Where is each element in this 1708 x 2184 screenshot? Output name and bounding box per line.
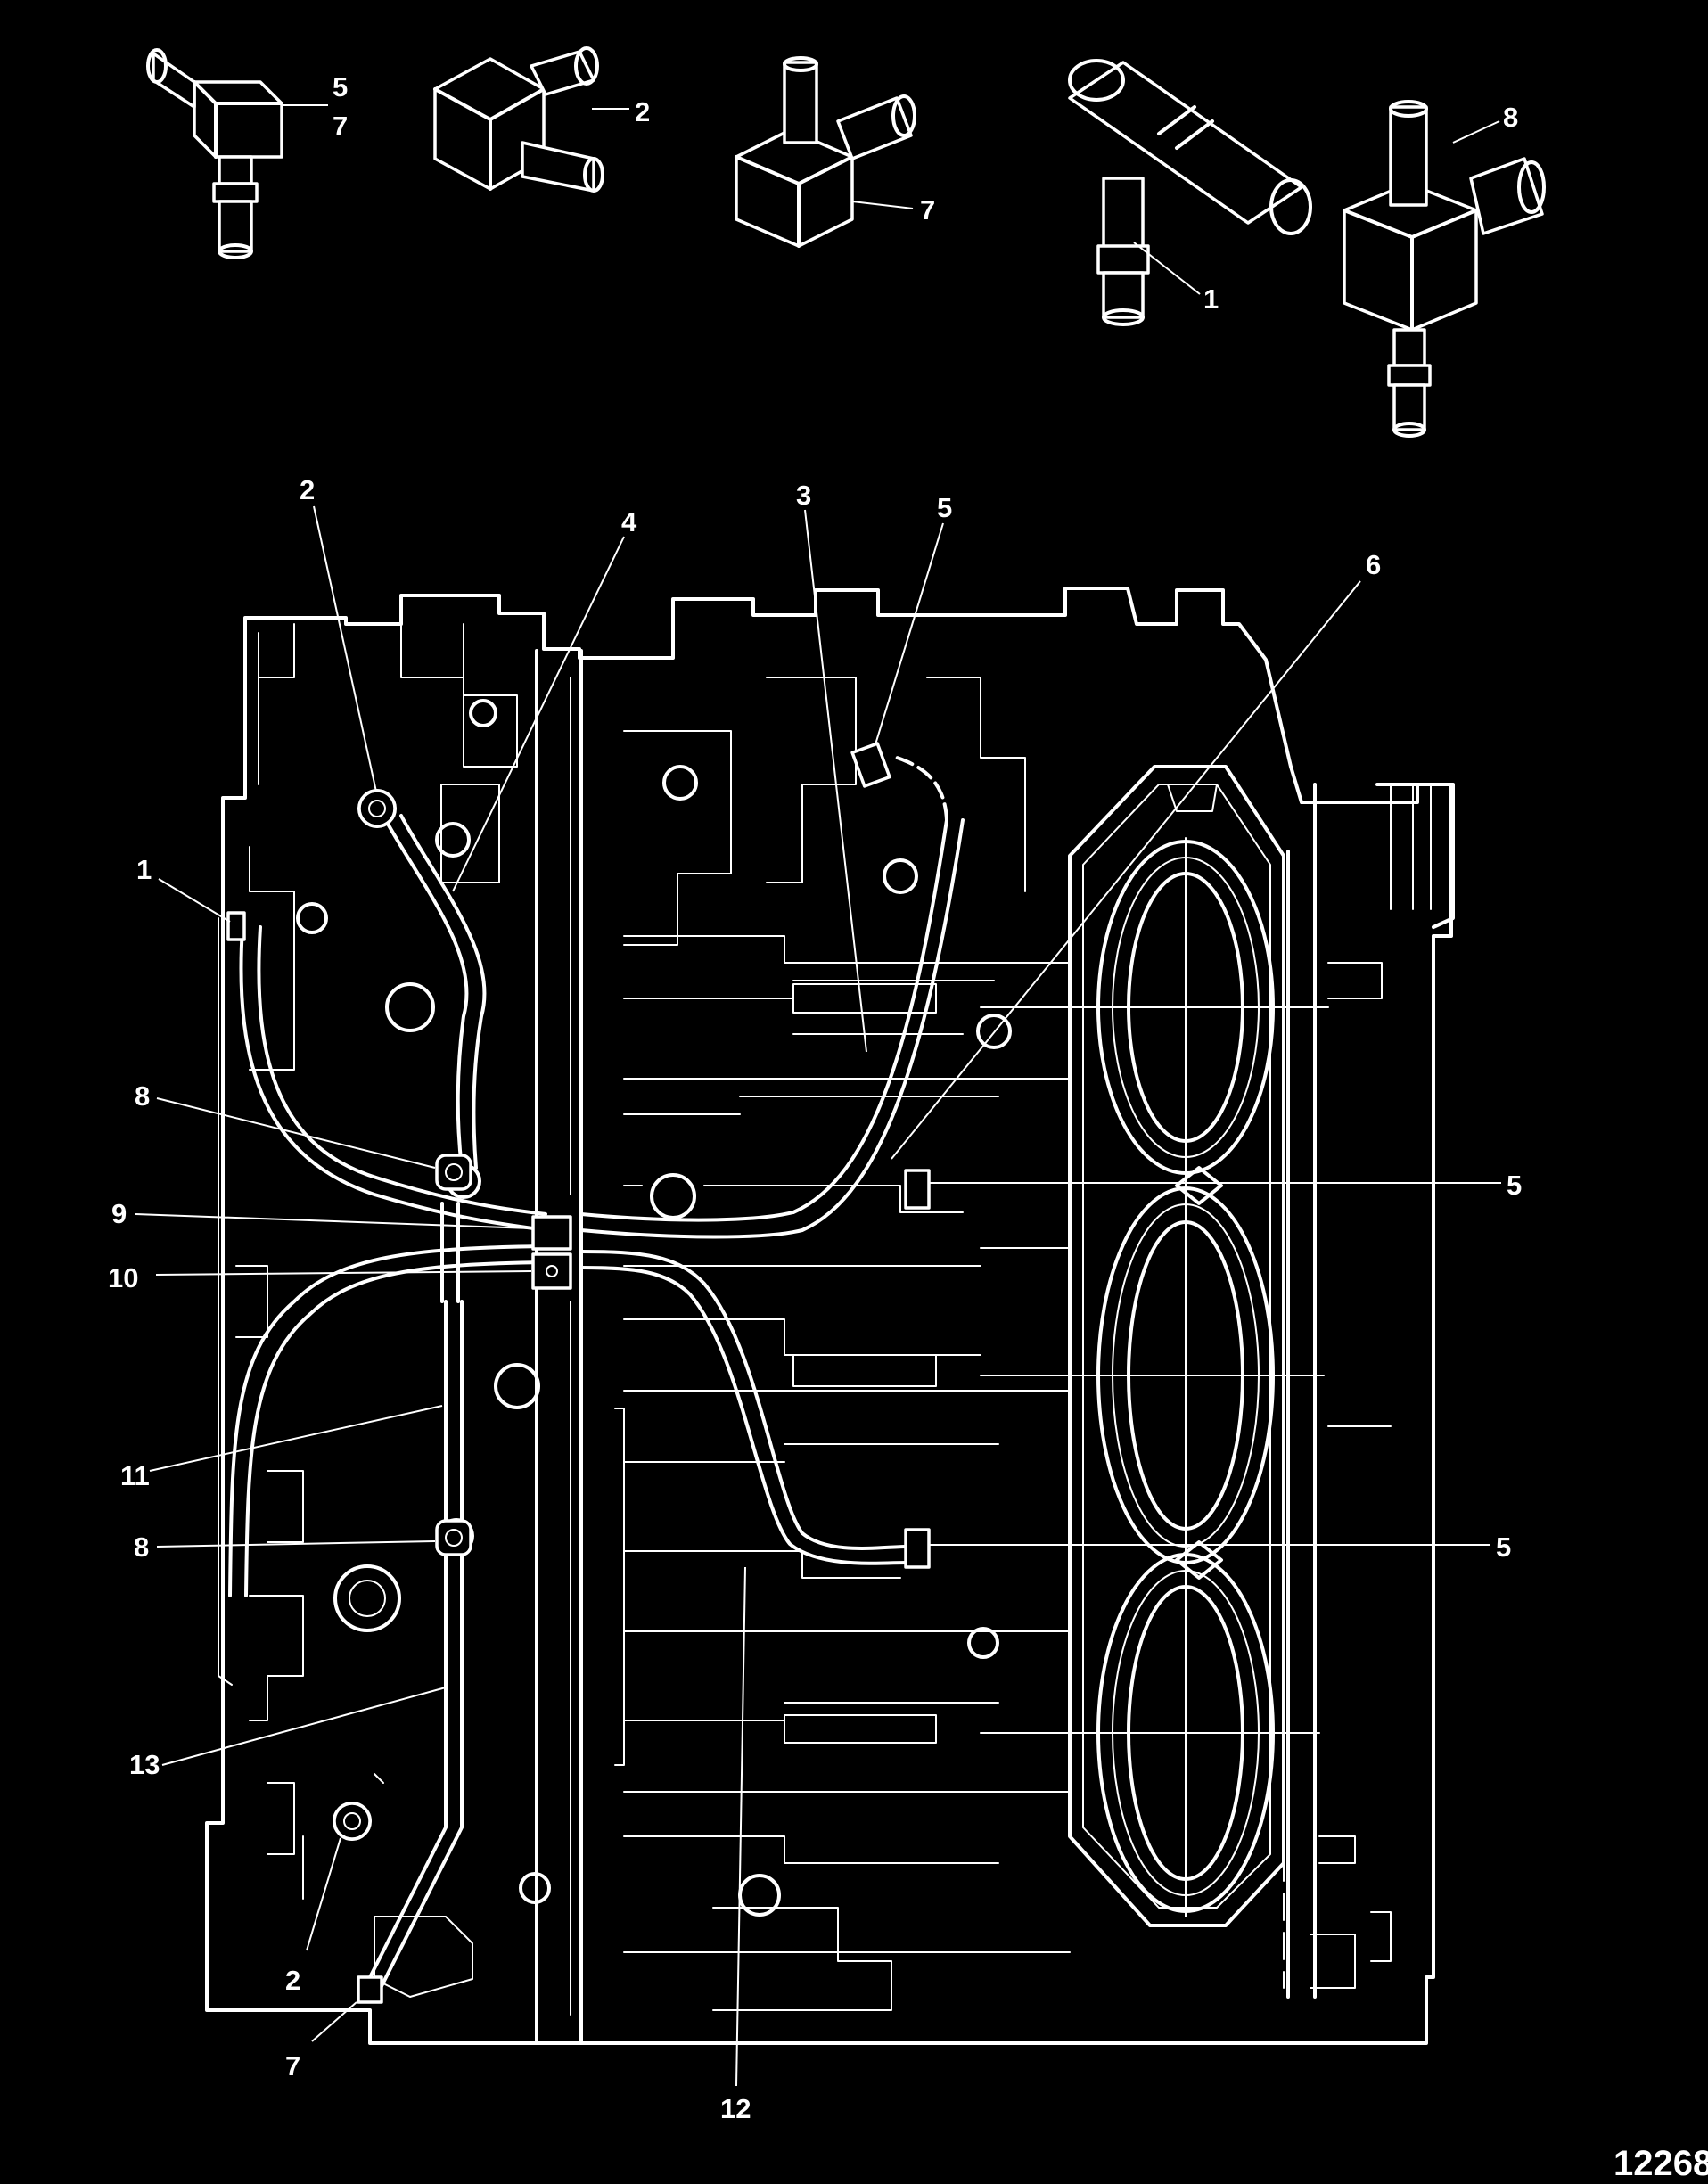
callout-5-fitting-a: 5 [333, 71, 348, 103]
cylinder-3 [980, 1553, 1320, 1917]
callout-leaders [135, 505, 1501, 2087]
cylinder-1 [980, 837, 1329, 1186]
callout-11: 11 [120, 1460, 150, 1491]
fitting-tee-b [1343, 100, 1546, 438]
callout-6: 6 [1366, 549, 1381, 580]
fitting-tee-large [1068, 59, 1312, 326]
callout-2-bottom: 2 [285, 1965, 300, 1996]
callout-8-lower: 8 [134, 1531, 149, 1563]
callout-1-fitting-tee-large: 1 [1203, 283, 1219, 315]
hose-fittings-installed [226, 742, 931, 2004]
hoses [218, 754, 965, 1991]
callout-7-fitting-a: 7 [333, 111, 348, 142]
callout-13: 13 [129, 1749, 160, 1780]
callout-8-upper: 8 [135, 1080, 150, 1112]
callout-2-fitting-b: 2 [635, 96, 650, 127]
callout-2-top: 2 [300, 474, 315, 505]
callout-5-lower: 5 [1496, 1531, 1511, 1563]
callout-5-top: 5 [937, 492, 952, 523]
fitting-elbow-b [433, 46, 629, 193]
callout-1: 1 [136, 854, 152, 885]
figure-id: 12268 [1614, 2144, 1708, 2183]
callout-10: 10 [108, 1262, 138, 1293]
fitting-tee-a [735, 56, 916, 248]
engine-block [205, 587, 1455, 2045]
cylinder-2 [980, 1185, 1325, 1570]
callout-5-mid: 5 [1507, 1170, 1522, 1201]
callout-7: 7 [285, 2050, 300, 2081]
fitting-elbow-a [146, 48, 328, 259]
callout-12: 12 [720, 2093, 751, 2124]
callout-4: 4 [621, 506, 637, 538]
callout-9: 9 [111, 1198, 127, 1229]
callout-3: 3 [796, 480, 811, 511]
callout-7-fitting-tee-a: 7 [920, 194, 935, 226]
callout-8-fitting-tee-b: 8 [1503, 102, 1518, 133]
